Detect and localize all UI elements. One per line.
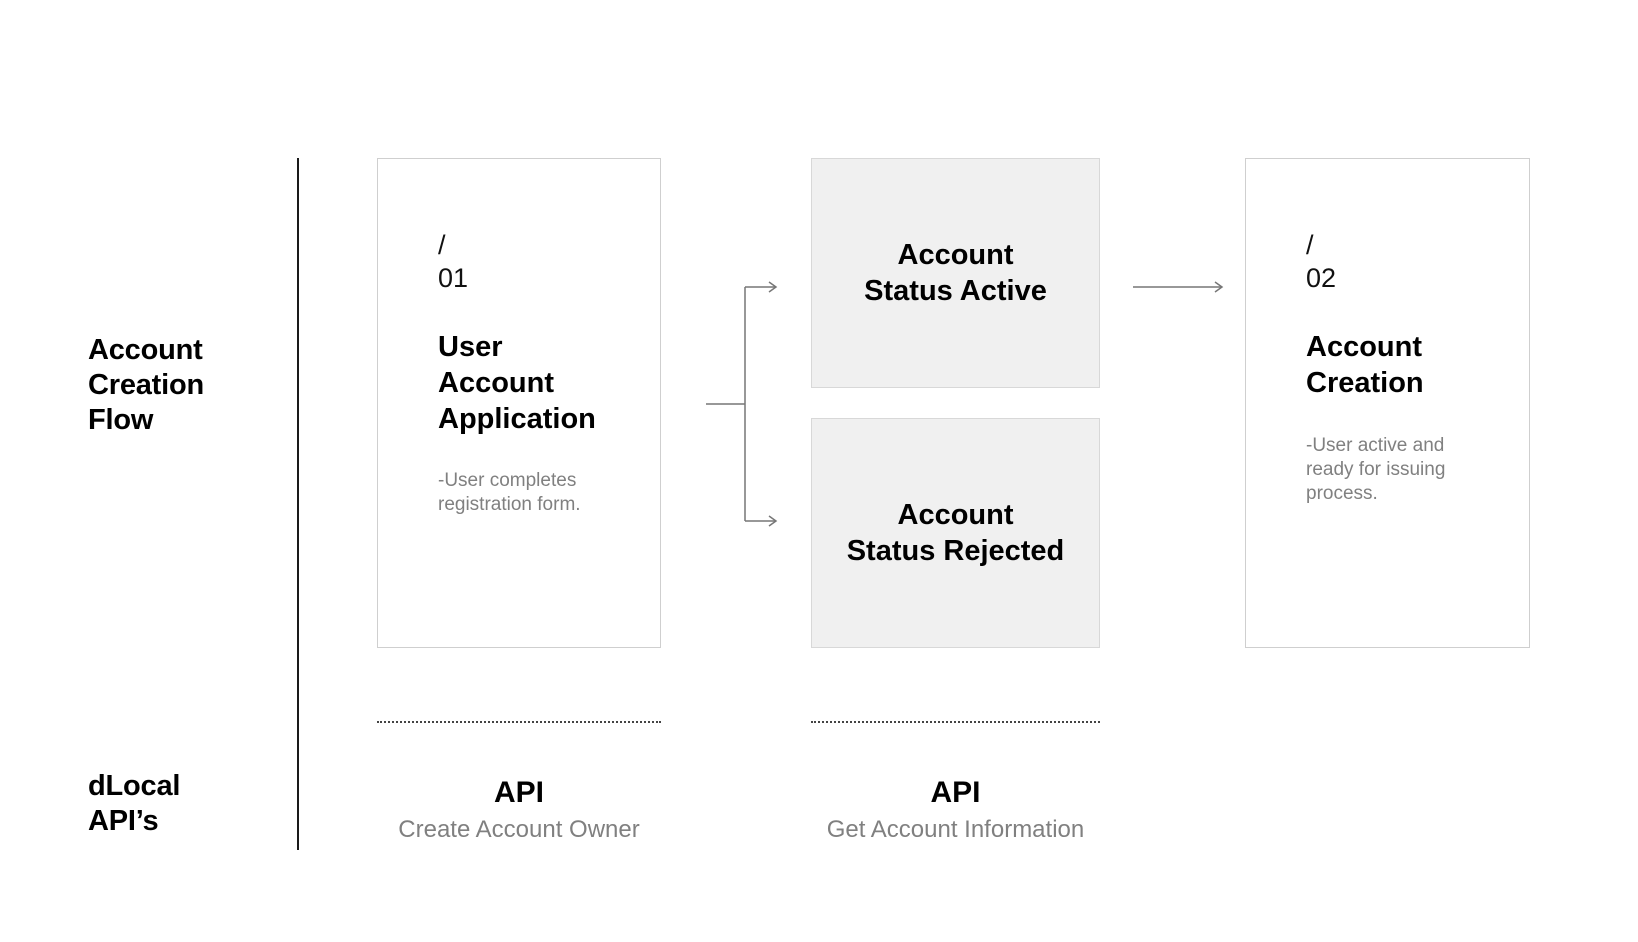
status-title: Account Status Active — [864, 239, 1047, 307]
status-title: Account Status Rejected — [846, 499, 1065, 567]
step-description: -User completes registration form. — [438, 470, 581, 515]
step-card-user-account-application: / 01 User Account Application -User comp… — [377, 158, 661, 648]
account-creation-flow-label: Account Creation Flow — [88, 334, 205, 436]
status-card-active: Account Status Active — [811, 158, 1100, 388]
api-get-account-information: API Get Account Information — [790, 775, 1121, 845]
api-subtitle: Create Account Owner — [398, 816, 640, 843]
arrowhead-to-account-creation — [1214, 281, 1224, 293]
api-title: API — [930, 776, 981, 809]
section-divider-line — [297, 158, 299, 850]
api-create-account-owner: API Create Account Owner — [377, 775, 661, 845]
status-card-rejected: Account Status Rejected — [811, 418, 1100, 648]
api-subtitle: Get Account Information — [826, 816, 1085, 843]
step-card-account-creation: / 02 Account Creation -User active and r… — [1245, 158, 1530, 648]
arrowhead-to-active — [768, 281, 778, 293]
api-title: API — [493, 776, 544, 809]
step-title: User Account Application — [438, 331, 596, 435]
step-number: / 02 — [1306, 230, 1337, 293]
api-separator — [377, 721, 661, 723]
api-separator — [811, 721, 1100, 723]
step-description: -User active and ready for issuing proce… — [1306, 435, 1446, 504]
step-title: Account Creation — [1306, 331, 1424, 399]
dlocal-apis-label: dLocal API’s — [88, 770, 181, 837]
step-number: / 01 — [438, 230, 469, 293]
arrowhead-to-rejected — [768, 515, 778, 527]
